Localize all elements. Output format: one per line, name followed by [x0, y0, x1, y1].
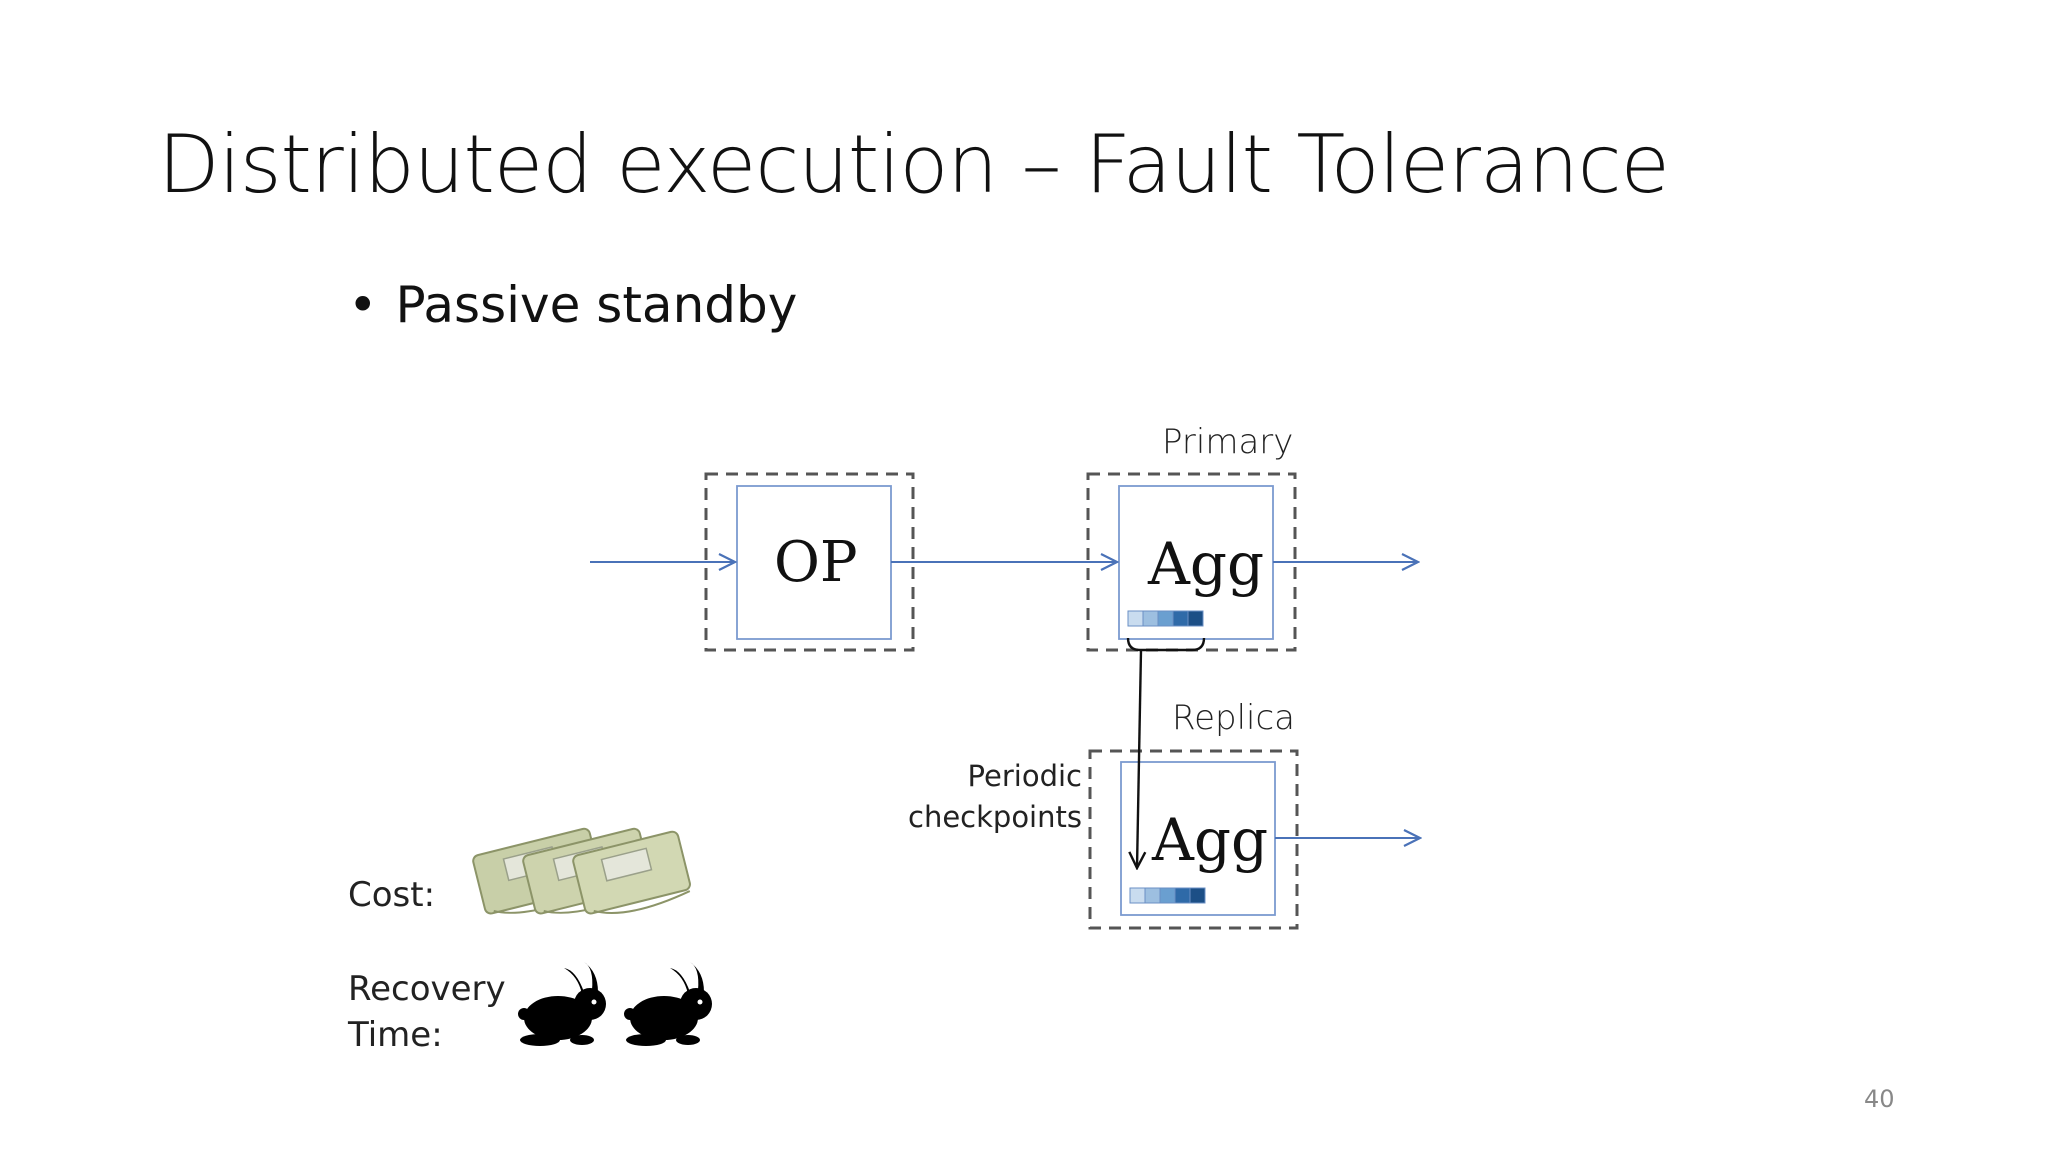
state-cell: [1128, 611, 1143, 626]
agg-replica-label: Agg: [1152, 806, 1268, 874]
agg-primary-label: Agg: [1148, 530, 1264, 598]
op-node-label: OP: [774, 530, 858, 595]
replica-state-cells: [1130, 888, 1205, 903]
primary-label: Primary: [1162, 422, 1293, 462]
recovery-label-line1: Recovery: [348, 966, 506, 1012]
state-cell: [1188, 611, 1203, 626]
rabbit-icon: [624, 962, 712, 1046]
replica-label: Replica: [1172, 698, 1295, 738]
recovery-label-line2: Time:: [348, 1012, 506, 1058]
state-cell: [1158, 611, 1173, 626]
state-cell: [1130, 888, 1145, 903]
state-cell: [1190, 888, 1205, 903]
checkpoint-label-line2: checkpoints: [908, 797, 1082, 838]
rabbit-icon: [518, 962, 606, 1046]
checkpoint-label-line1: Periodic: [908, 756, 1082, 797]
state-cell: [1143, 611, 1158, 626]
checkpoint-label: Periodic checkpoints: [908, 756, 1082, 838]
primary-state-cells: [1128, 611, 1203, 626]
state-cell: [1160, 888, 1175, 903]
state-cell: [1145, 888, 1160, 903]
state-cell: [1175, 888, 1190, 903]
recovery-time-label: Recovery Time:: [348, 966, 506, 1058]
page-number: 40: [1864, 1085, 1895, 1113]
cost-label: Cost:: [348, 875, 435, 915]
money-stack-icon: [472, 828, 693, 923]
state-cell: [1173, 611, 1188, 626]
